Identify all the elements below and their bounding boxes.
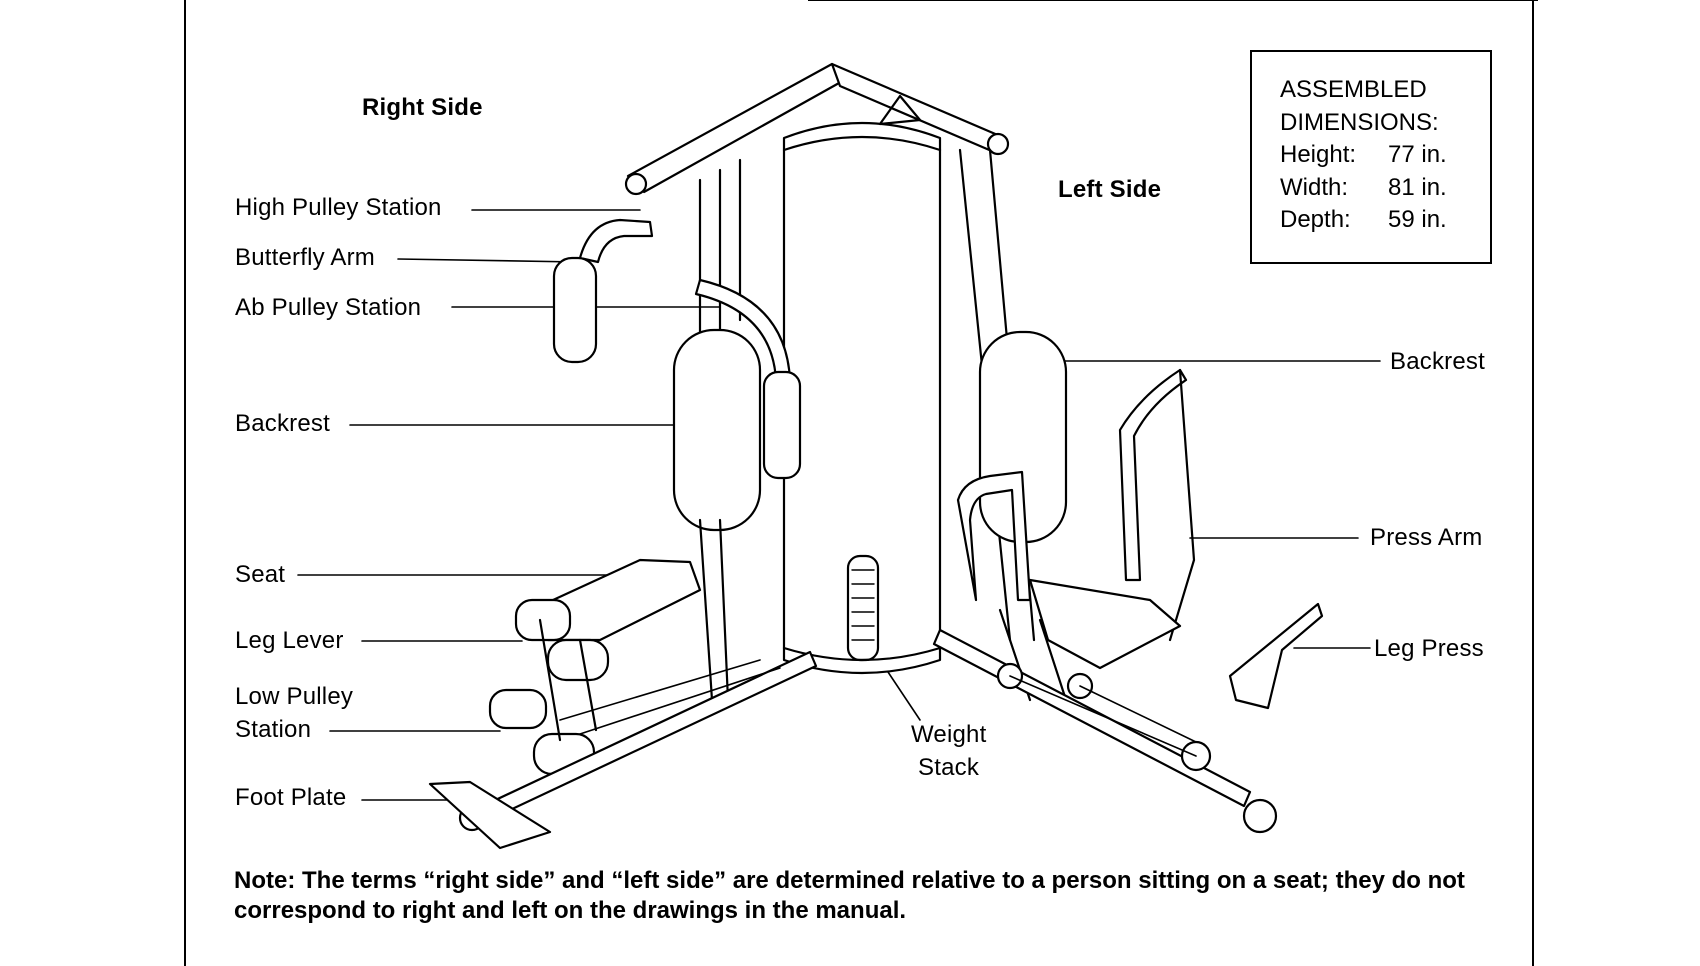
dimension-row-width: Width: 81 in. (1280, 172, 1490, 205)
dimension-value: 77 in. (1388, 141, 1447, 168)
dimension-row-height: Height: 77 in. (1280, 139, 1490, 172)
assembled-dimensions-box: ASSEMBLED DIMENSIONS: Height: 77 in. Wid… (1250, 50, 1492, 264)
dimension-label: Width: (1280, 173, 1349, 201)
label-foot-plate: Foot Plate (235, 784, 347, 811)
dimensions-title-line1: ASSEMBLED (1280, 76, 1427, 103)
right-side-station (428, 218, 818, 850)
label-butterfly-arm: Butterfly Arm (235, 244, 375, 271)
note-text: Note: The terms “right side” and “left s… (234, 867, 1465, 924)
dimensions-title-line2: DIMENSIONS: (1280, 108, 1439, 136)
label-weight-stack-line2: Stack (918, 754, 980, 781)
label-leg-press: Leg Press (1374, 635, 1484, 662)
dimension-value: 81 in. (1388, 173, 1447, 201)
label-backrest-left: Backrest (1390, 348, 1485, 375)
label-high-pulley-station: High Pulley Station (235, 194, 442, 221)
heading-left-side: Left Side (1058, 176, 1162, 203)
dimension-label: Height: (1280, 141, 1357, 168)
page-frame (184, 0, 1534, 966)
label-backrest-right: Backrest (235, 410, 330, 437)
left-side-station (932, 330, 1324, 834)
dimension-row-depth: Depth: 59 in. (1280, 204, 1490, 237)
weight-stack-tower (782, 121, 942, 675)
label-press-arm: Press Arm (1370, 524, 1483, 551)
leader-lines (297, 209, 1381, 801)
heading-right-side: Right Side (362, 94, 483, 121)
top-rule (808, 0, 1538, 1)
dimension-label: Depth: (1280, 206, 1351, 233)
label-weight-stack-line1: Weight (911, 721, 987, 748)
label-low-pulley-line2: Station (235, 716, 312, 743)
label-ab-pulley-station: Ab Pulley Station (235, 294, 422, 321)
label-seat: Seat (235, 561, 286, 588)
label-low-pulley-line1: Low Pulley (235, 683, 354, 710)
dimension-value: 59 in. (1388, 206, 1447, 233)
label-leg-lever: Leg Lever (235, 627, 344, 654)
